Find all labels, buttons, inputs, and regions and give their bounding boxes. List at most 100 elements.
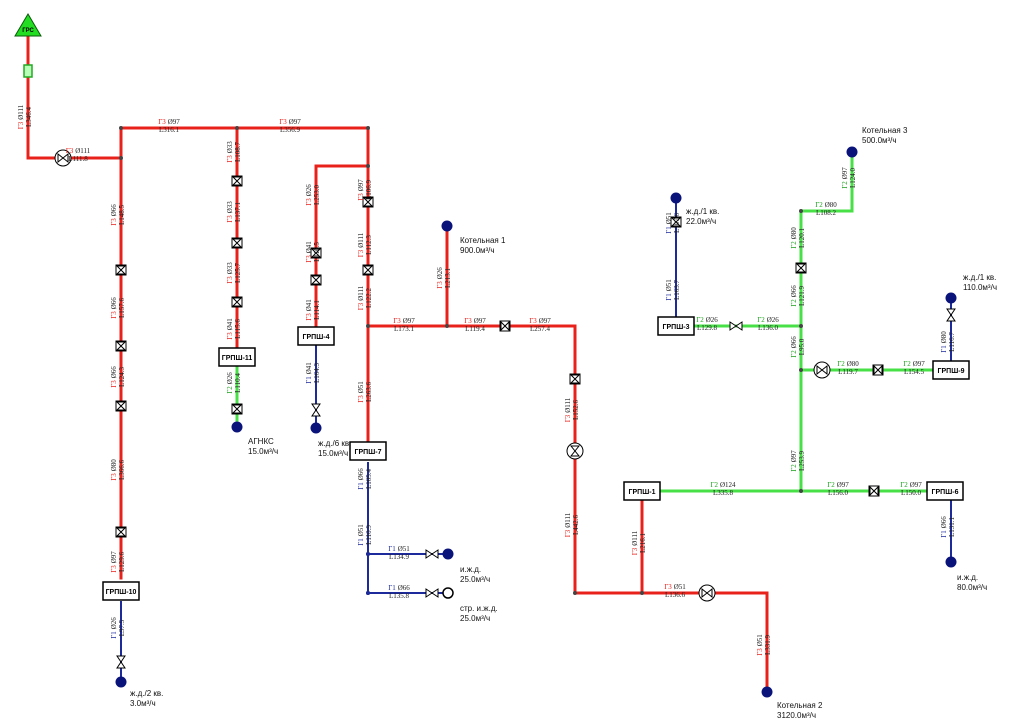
grpsh-box-grpsh11[interactable]: ГРПШ-11 — [218, 347, 256, 367]
consumer-node[interactable]: и.ж.д.80.0м³/ч — [945, 556, 988, 593]
gate-valve-icon[interactable] — [499, 320, 511, 332]
gate-valve-icon[interactable] — [670, 216, 682, 228]
consumer-point-icon — [115, 676, 127, 688]
consumer-node[interactable]: и.ж.д.25.0м³/ч — [442, 548, 491, 585]
valve-icon[interactable] — [729, 321, 743, 331]
pipe-spec: Г2Ø66 — [790, 285, 798, 307]
gate-valve-icon[interactable] — [231, 403, 243, 415]
pipe-length: L106.9 — [365, 179, 373, 200]
pipe-spec: Г2Ø97 — [841, 167, 849, 189]
consumer-node[interactable]: ж.д./1 кв.110.0м³/ч — [945, 273, 997, 304]
pipe-length: L257.4 — [530, 325, 551, 333]
valve-icon[interactable] — [311, 403, 321, 417]
consumer-node[interactable]: ж.д./6 кв.15.0м³/ч — [310, 422, 352, 459]
consumer-node[interactable]: ж.д./1 кв.22.0м³/ч — [670, 192, 720, 227]
consumer-label: 80.0м³/ч — [957, 583, 987, 592]
pipe-spec: Г3Ø111 — [564, 397, 572, 422]
pipe-spec: Г1Ø51 — [665, 212, 673, 234]
regulator-valve-icon[interactable] — [698, 584, 716, 602]
pipe-spec: Г2Ø66 — [790, 336, 798, 358]
grpsh-box-grpsh9[interactable]: ГРПШ-9 — [932, 360, 970, 380]
gate-valve-icon[interactable] — [115, 264, 127, 276]
grpsh-box-grpsh6[interactable]: ГРПШ-6 — [926, 481, 964, 501]
pipe-length: L442.6 — [572, 514, 580, 535]
gas-distribution-station[interactable]: ГРС — [14, 13, 42, 78]
grpsh-box-grpsh1[interactable]: ГРПШ-1 — [623, 481, 661, 501]
pipe-length: L346.4 — [25, 106, 33, 127]
pipe-segment[interactable] — [26, 34, 123, 160]
pipe-length: L148.5 — [118, 204, 126, 225]
pipe-spec: Г3Ø41 — [226, 318, 234, 340]
gate-valve-icon[interactable] — [231, 296, 243, 308]
pipe-length: L120.1 — [798, 227, 806, 248]
consumer-node[interactable]: ж.д./2 кв.3.0м³/ч — [115, 676, 164, 709]
regulator-valve-icon[interactable] — [813, 361, 831, 379]
pipe-length: L134.9 — [389, 553, 410, 561]
gate-valve-icon[interactable] — [115, 340, 127, 352]
gate-valve-icon[interactable] — [231, 237, 243, 249]
pipe-segment[interactable] — [366, 324, 769, 694]
junction-node — [445, 324, 449, 328]
pipe-length: L124.3 — [118, 366, 126, 387]
grpsh-box-grpsh7[interactable]: ГРПШ-7 — [349, 441, 387, 461]
gate-valve-icon[interactable] — [310, 274, 322, 286]
pipe-length: L121.9 — [798, 285, 806, 306]
grpsh-label: ГРПШ-1 — [629, 489, 656, 496]
regulator-valve-icon[interactable] — [566, 442, 584, 460]
gate-valve-icon[interactable] — [868, 485, 880, 497]
gate-valve-icon[interactable] — [115, 526, 127, 538]
valve-icon[interactable] — [116, 655, 126, 669]
pipe-length: L107.6 — [673, 212, 681, 233]
gate-valve-icon[interactable] — [569, 373, 581, 385]
junction-node — [573, 591, 577, 595]
consumer-label: 15.0м³/ч — [248, 447, 278, 456]
gate-valve-icon[interactable] — [362, 264, 374, 276]
regulator-valve-icon[interactable] — [54, 149, 72, 167]
consumer-label: Котельная 2 — [777, 701, 823, 710]
valve-icon[interactable] — [946, 308, 956, 322]
pipe-length: L152.6 — [572, 399, 580, 420]
pipe-length: L119.4 — [465, 325, 485, 333]
junction-node — [366, 126, 370, 130]
gate-valve-icon[interactable] — [310, 247, 322, 259]
pipe-spec: Г1Ø41 — [305, 362, 313, 384]
valve-icon[interactable] — [425, 549, 439, 559]
grpsh-box-grpsh4[interactable]: ГРПШ-4 — [297, 326, 335, 346]
grs-label: ГРС — [22, 28, 34, 34]
gate-valve-icon[interactable] — [795, 262, 807, 274]
pipe-length: L110.4 — [234, 373, 242, 393]
grpsh-box-grpsh3[interactable]: ГРПШ-3 — [657, 316, 695, 336]
gate-valve-icon[interactable] — [115, 400, 127, 412]
pipe-segment[interactable] — [799, 151, 854, 213]
grpsh-box-grpsh10[interactable]: ГРПШ-10 — [102, 581, 140, 601]
valve-icon[interactable] — [425, 588, 439, 598]
pipe-length: L125.7 — [234, 262, 242, 283]
gate-valve-icon[interactable] — [231, 175, 243, 187]
junction-node — [799, 209, 803, 213]
gate-valve-icon[interactable] — [872, 364, 884, 376]
gate-valve-icon[interactable] — [362, 196, 374, 208]
pipe-length: L331.9 — [764, 634, 772, 655]
consumer-node[interactable]: стр. и.ж.д.25.0м³/ч — [442, 587, 498, 623]
